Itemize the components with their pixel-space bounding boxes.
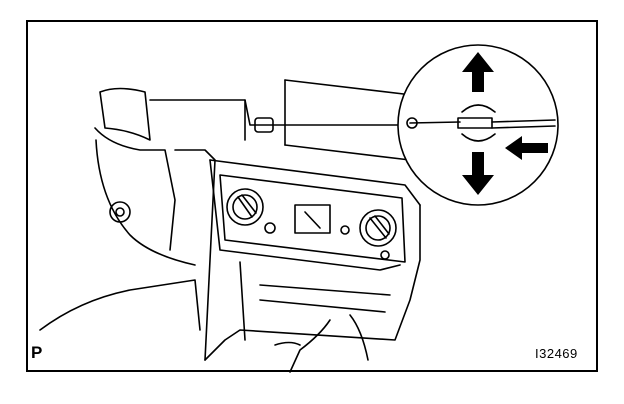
corner-label: P: [31, 343, 43, 362]
arrow-left-icon: [505, 136, 548, 160]
left-dash-panel: [39, 87, 201, 331]
callout-leader: [284, 79, 413, 161]
center-console: [149, 99, 421, 373]
cable-end: [406, 117, 418, 129]
center-lever: [294, 204, 331, 234]
left-knob: [226, 188, 264, 226]
heater-control-panel: [219, 174, 406, 263]
figure-id: I32469: [535, 346, 578, 361]
arrow-up-icon: [462, 52, 494, 92]
arrow-down-icon: [462, 152, 494, 195]
right-knob: [359, 209, 397, 247]
detail-magnifier: [397, 44, 559, 206]
